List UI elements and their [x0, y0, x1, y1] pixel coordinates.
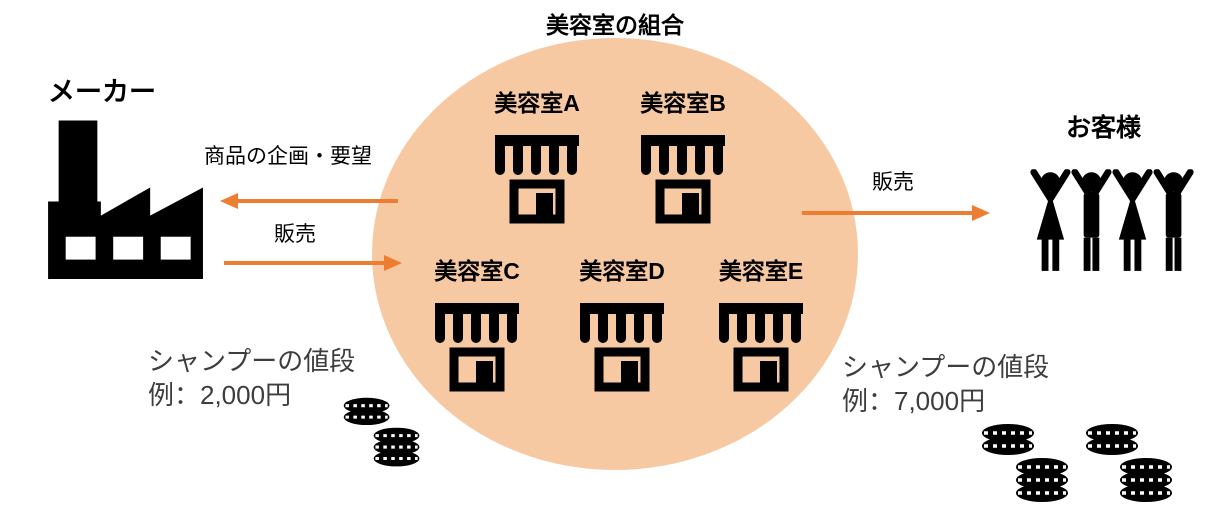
arrow-planning [220, 193, 398, 209]
price-left-line1: シャンプーの値段 [148, 346, 356, 376]
customer-label: お客様 [1066, 114, 1142, 142]
price-left: シャンプーの値段 例：2,000円 [148, 344, 355, 412]
store-icon [633, 126, 733, 228]
store-icon [427, 294, 527, 396]
salon-a: 美容室A [481, 84, 593, 228]
diagram-title: 美容室の組合 [546, 12, 684, 38]
salon-b: 美容室B [627, 84, 739, 228]
factory-icon [32, 110, 212, 286]
salon-d-label: 美容室D [579, 258, 665, 284]
maker-label: メーカー [48, 77, 156, 107]
coins-icon [978, 422, 1073, 514]
salon-d: 美容室D [566, 252, 678, 396]
arrow-sell-to-customers [802, 205, 990, 221]
coins-icon [340, 396, 424, 477]
salon-a-label: 美容室A [494, 90, 580, 116]
salon-e: 美容室E [705, 252, 817, 396]
salon-association-circle [372, 38, 858, 470]
arrow-planning-label: 商品の企画・要望 [204, 145, 372, 168]
arrow-sell-to-salons [224, 255, 402, 271]
price-left-line2: 例：2,000円 [148, 380, 292, 410]
arrow-sell-to-salons-label: 販売 [274, 223, 316, 246]
price-right: シャンプーの値段 例：7,000円 [842, 350, 1049, 418]
store-icon [487, 126, 587, 228]
salon-e-label: 美容室E [718, 258, 804, 284]
salon-b-label: 美容室B [640, 90, 726, 116]
customers-icon [1026, 168, 1198, 280]
price-right-line1: シャンプーの値段 [842, 352, 1050, 382]
arrow-sell-to-customers-label: 販売 [872, 171, 914, 194]
store-icon [572, 294, 672, 396]
price-right-line2: 例：7,000円 [842, 386, 986, 416]
salon-c-label: 美容室C [434, 258, 520, 284]
salon-c: 美容室C [421, 252, 533, 396]
coins-icon [1082, 422, 1177, 514]
store-icon [711, 294, 811, 396]
